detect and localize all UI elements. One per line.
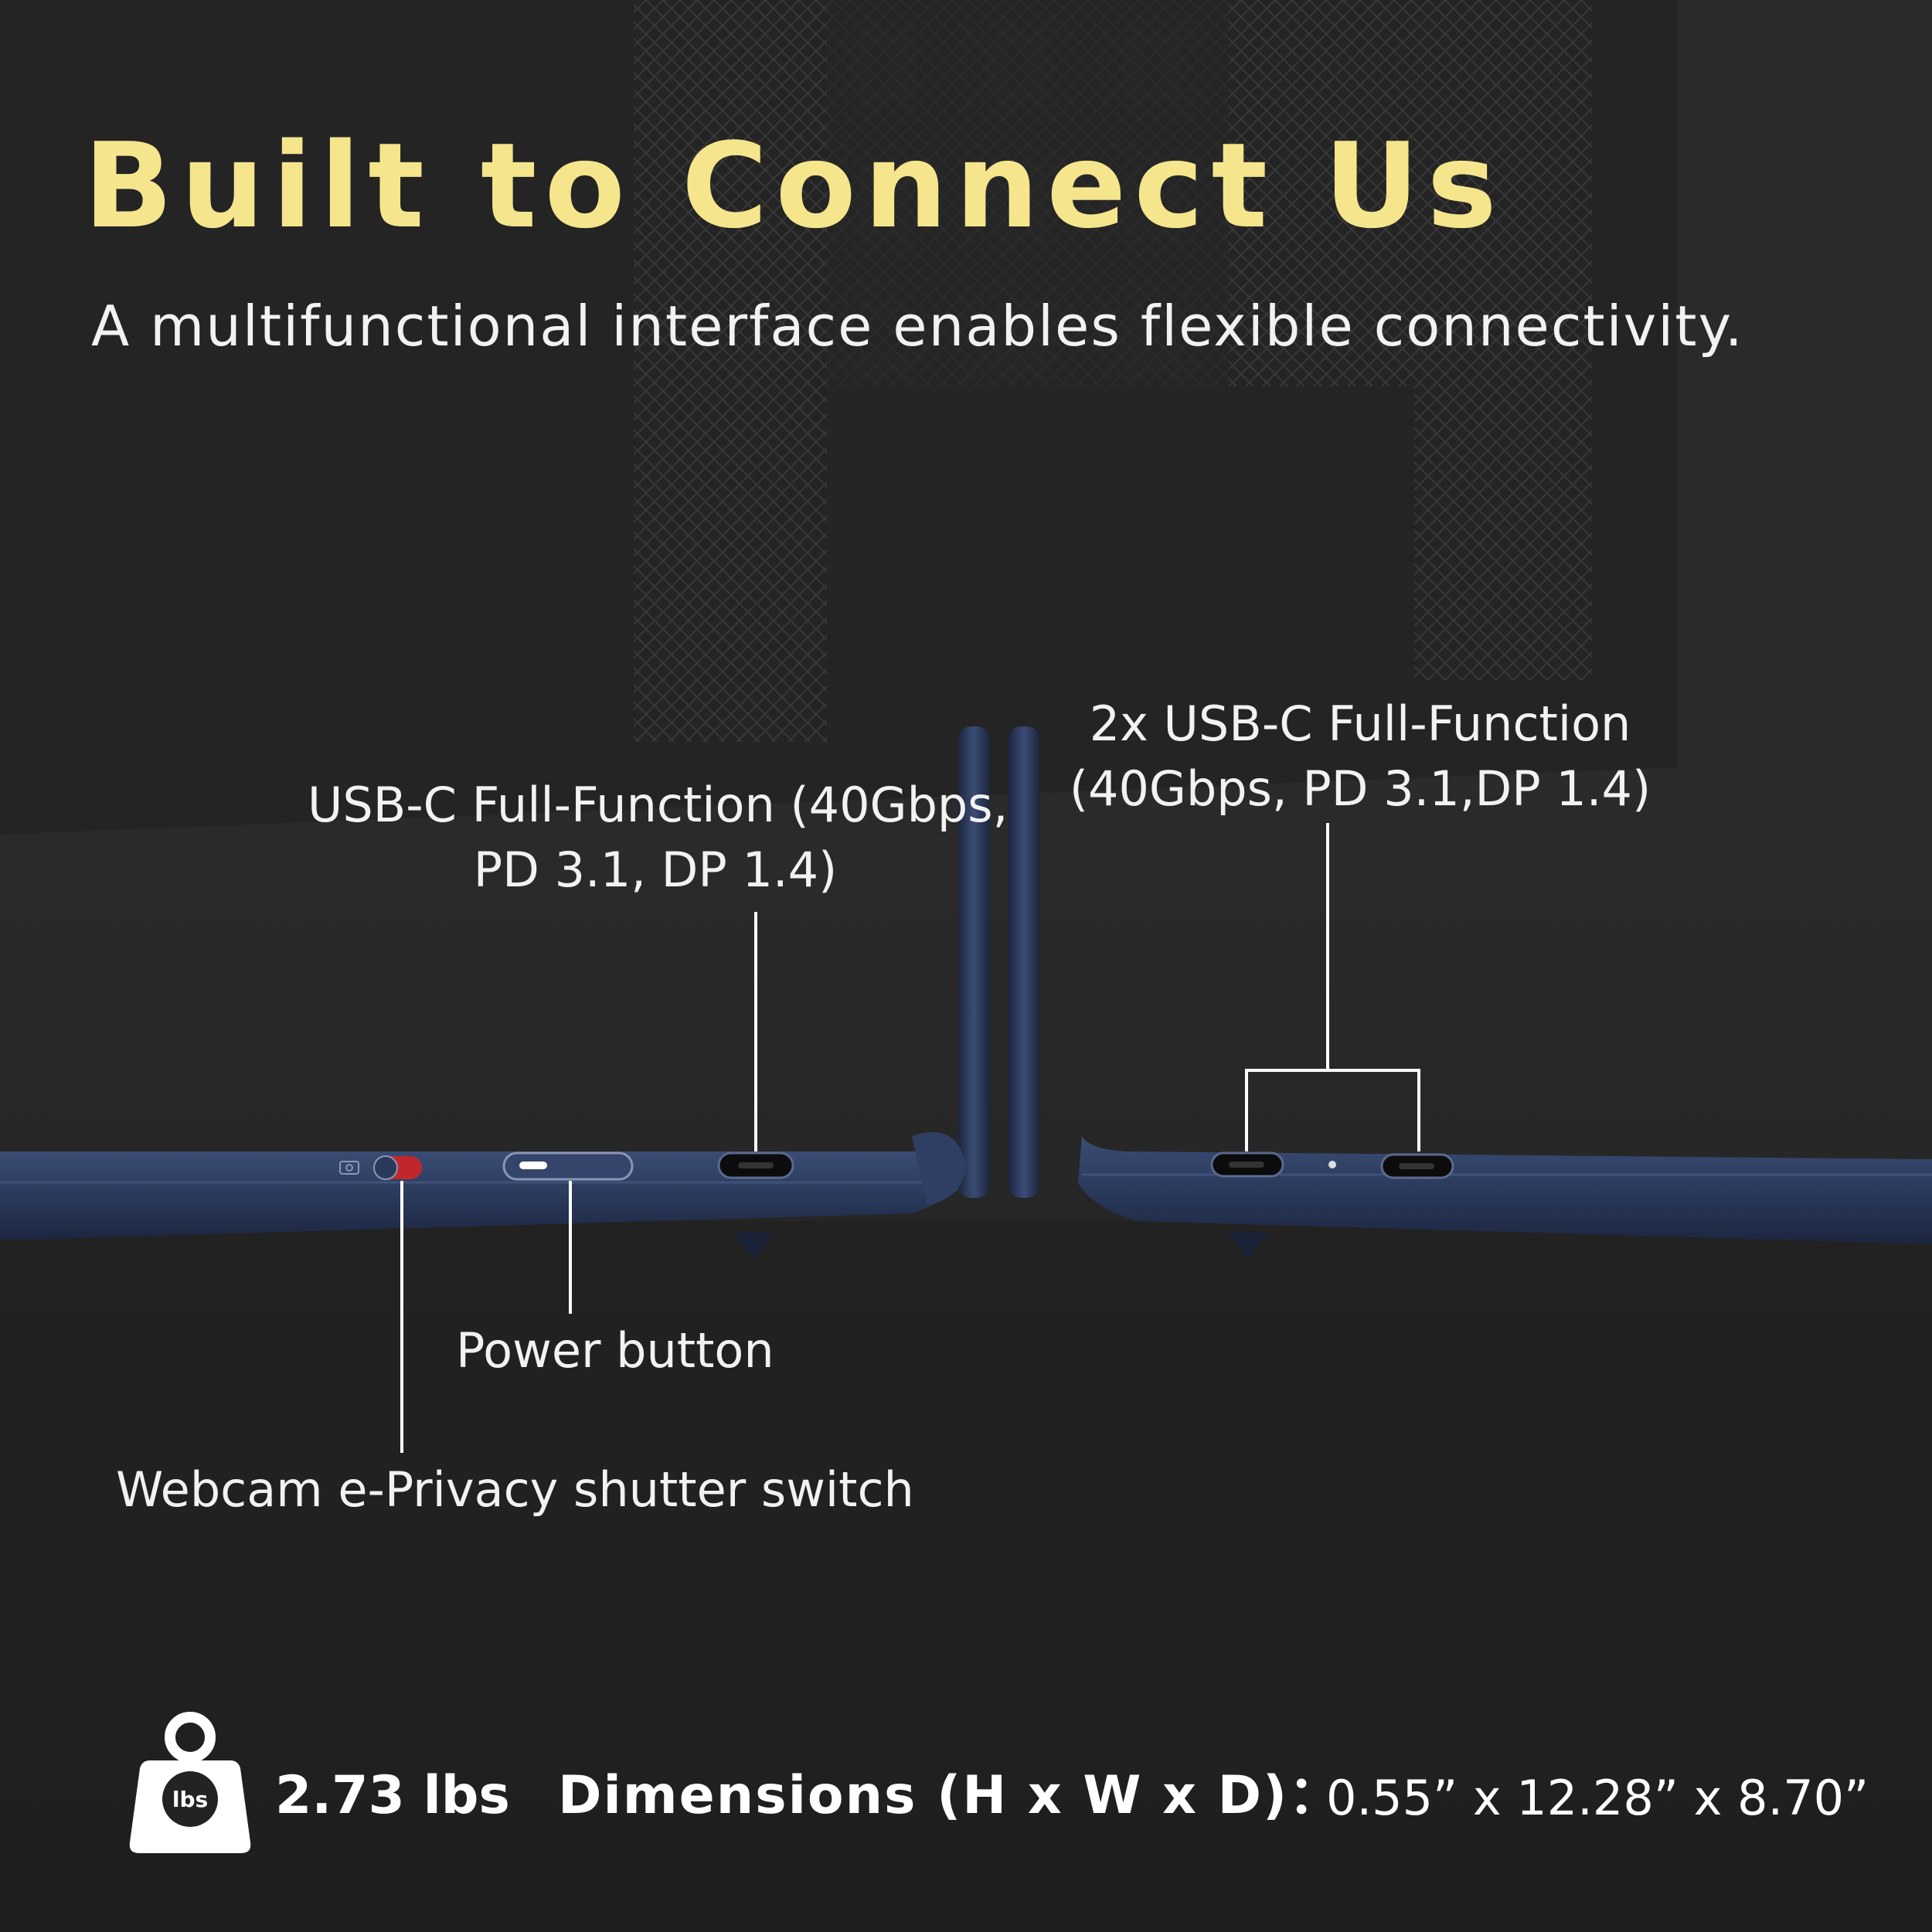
right-usbc-callout-line2: (40Gbps, PD 3.1,DP 1.4) xyxy=(1069,760,1651,817)
page-subtitle: A multifunctional interface enables flex… xyxy=(91,294,1744,359)
left-usbc-callout: USB-C Full-Function (40Gbps, PD 3.1, DP … xyxy=(308,773,1009,903)
dimensions-value: 0.55” x 12.28” x 8.70” xyxy=(1326,1770,1869,1826)
dimensions-label: Dimensions (H x W x D)： xyxy=(558,1765,1343,1826)
camera-icon xyxy=(339,1161,359,1175)
power-button-callout: Power button xyxy=(456,1322,774,1379)
webcam-switch-callout: Webcam e-Privacy shutter switch xyxy=(116,1461,914,1518)
weight-icon: lbs xyxy=(129,1712,251,1853)
weight-icon-label: lbs xyxy=(172,1787,208,1812)
left-usbc-callout-line1: USB-C Full-Function (40Gbps, xyxy=(308,777,1009,833)
right-usbc-callout-line1: 2x USB-C Full-Function xyxy=(1089,696,1631,752)
right-usbc-callout: 2x USB-C Full-Function (40Gbps, PD 3.1,D… xyxy=(1066,692,1654,821)
weight-value: 2.73 lbs xyxy=(275,1765,510,1826)
page-title: Built to Connect Us xyxy=(83,117,1505,254)
left-usbc-callout-line2: PD 3.1, DP 1.4) xyxy=(473,842,838,898)
